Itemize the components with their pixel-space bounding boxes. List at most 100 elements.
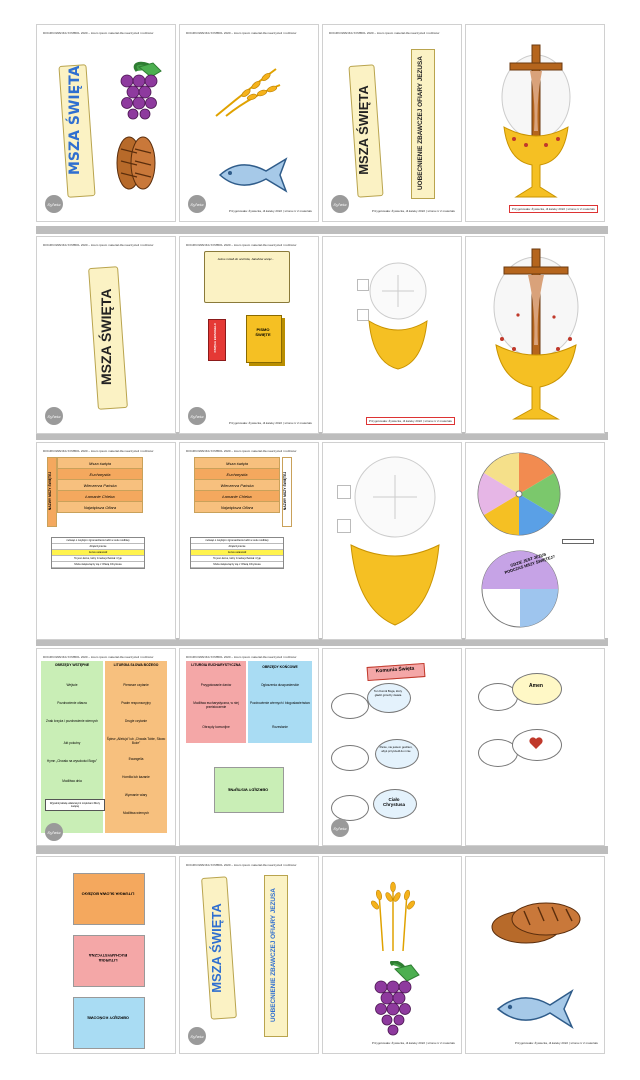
page-host-chalice: Przygotowała: Żywiecka, dl.kateky 2022 |… — [322, 236, 462, 434]
page-names-cards: DOCZKOWANKA SYMBOL 2020 – lorem ipsum ma… — [36, 442, 176, 640]
page-header: DOCZKOWANKA SYMBOL 2020 – lorem ipsum ma… — [186, 449, 297, 453]
open-book-text: Jezus mówił do uczniów, Jakubów ucząc... — [217, 257, 275, 261]
part-cell: Pozdrowienie ołtarza — [57, 701, 87, 705]
page-footer: Przygotowała: Żywiecka, dl.kateky 2022 |… — [508, 205, 598, 213]
page-footer: Przygotowała: Żywiecka, dl.kateky 2022 |… — [514, 1041, 598, 1045]
part-cell: Ogłoszenia duszpasterskie — [260, 683, 300, 687]
page-footer: Przygotowała: Żywiecka, dl.kateky 2022 |… — [228, 209, 312, 213]
author-logo: Sylwia — [188, 1027, 206, 1045]
fish-icon — [496, 989, 574, 1029]
yellow-book — [246, 315, 282, 363]
part-cell: Znak krzyża i pozdrowienie wiernych — [46, 719, 98, 723]
bread-icon — [116, 136, 156, 190]
page-books: DOCZKOWANKA SYMBOL 2020 – lorem ipsum ma… — [179, 236, 319, 434]
page-wheat-fish: DOCZKOWANKA SYMBOL 2020 – lorem ipsum ma… — [179, 24, 319, 222]
page-envelopes: LITURGIA SŁOWA BOŻEGO LITURGIA EUCHARYST… — [36, 856, 176, 1054]
page-bread-fish: Przygotowała: Żywiecka, dl.kateky 2022 |… — [465, 856, 605, 1054]
wheel-disc-icon — [477, 452, 561, 536]
meaning-card: To jest Jezus, który zmartwychwstał i ży… — [52, 556, 144, 562]
page-header: DOCZKOWANKA SYMBOL 2020 – lorem ipsum ma… — [186, 655, 297, 659]
page-wheat-grapes: Przygotowała: Żywiecka, dl.kateky 2022 |… — [322, 856, 462, 1054]
row-separator — [36, 846, 608, 854]
speech-bubble — [331, 693, 369, 719]
page-title-grapes: DOCZKOWANKA SYMBOL 2020 – lorem ipsum ma… — [36, 24, 176, 222]
parts-right-title: LITURGIA SŁOWA BOŻEGO — [113, 663, 159, 667]
part-cell: Rozesłanie — [272, 725, 288, 729]
speech-bubble — [331, 745, 369, 771]
main-title: MSZA ŚWIĘTA — [98, 288, 114, 385]
part-cell: Homilia lub kazanie — [122, 775, 150, 779]
page-header: DOCZKOWANKA SYMBOL 2020 – lorem ipsum ma… — [43, 31, 154, 35]
subtitle: UOBECNIENIE ZBAWCZEJ OFIARY JEZUSA — [270, 888, 277, 1022]
envelope-label: LITURGIA SŁOWA BOŻEGO — [81, 891, 135, 897]
name-cell: Msza święta — [57, 457, 143, 469]
spinner-handle[interactable] — [562, 539, 594, 544]
page-header: DOCZKOWANKA SYMBOL 2020 – lorem ipsum ma… — [43, 655, 154, 659]
author-logo: Sylwia — [188, 195, 206, 213]
author-logo: Sylwia — [45, 195, 63, 213]
row-separator — [36, 638, 608, 646]
speech-bubble — [478, 739, 518, 767]
tab-cutout — [357, 309, 369, 321]
wheel-question-disc-icon — [481, 550, 559, 628]
names-table: Msza święta Eucharystia Wieczerza Pańska… — [57, 457, 143, 513]
wheat-icon — [215, 68, 281, 117]
open-book — [204, 251, 290, 303]
crucifix-chalice-icon — [501, 44, 571, 198]
end-title: OBRZĘDY KOŃCOWE — [262, 665, 298, 669]
author-logo: Sylwia — [188, 407, 206, 425]
meaning-card: Jezus ustanowił — [191, 550, 283, 556]
part-cell: Przygotowanie darów — [200, 683, 232, 687]
subtitle: UOBECNIENIE ZBAWCZEJ OFIARY JEZUSA — [417, 56, 424, 190]
speech-bubble — [331, 795, 369, 821]
speech-bubble — [512, 673, 562, 705]
envelope-orange — [73, 873, 145, 925]
amen-text: Amen — [529, 683, 543, 689]
part-cell: Śpiew „Alleluja” lub „Chwała Tobie, Słow… — [106, 737, 166, 745]
speech-bubble — [375, 739, 419, 769]
main-title: MSZA ŚWIĘTA — [356, 85, 371, 175]
red-book-label: KSIĘGA EWANGELII — [213, 323, 217, 353]
communion-bubble-text: Ten Komół Boga, który gładzi grzechy świ… — [373, 689, 403, 697]
communion-bubble-text: Ciało Chrystusa — [382, 797, 405, 807]
name-cell: Msza święta — [194, 457, 280, 469]
main-title: MSZA ŚWIĘTA — [209, 903, 224, 993]
names-title: NAZWY MSZY ŚWIĘTEJ — [283, 471, 287, 511]
main-title: MSZA ŚWIĘTA — [67, 65, 83, 175]
meaning-cards: mówiąc o zwykłym zgromadzeniu ludzi w ce… — [51, 537, 145, 569]
name-cell: Łamanie Chleba — [57, 490, 143, 502]
envelope-label: OBRZĘDY KOŃCOWE — [87, 1015, 129, 1021]
page-footer: Przygotowała: Żywiecka, dl.kateky 2022 |… — [228, 421, 312, 425]
meaning-card: Jezus ustanowił — [52, 550, 144, 556]
part-cell: Ewangelia — [128, 757, 144, 761]
page-title-dark: DOCZKOWANKA SYMBOL 2020 – lorem ipsum ma… — [36, 236, 176, 434]
speech-bubble — [367, 683, 411, 713]
author-logo: Sylwia — [45, 823, 63, 841]
tab-cutout — [337, 519, 351, 533]
end-column — [248, 661, 312, 743]
names-title-box — [282, 457, 292, 527]
page-wheel: GDZIE JEST JEZUS PODCZAS MSZY ŚWIĘTEJ? — [465, 442, 605, 640]
page-header: DOCZKOWANKA SYMBOL 2020 – lorem ipsum ma… — [186, 863, 297, 867]
host-chalice-icon — [350, 456, 440, 626]
page-title-blue: DOCZKOWANKA SYMBOL 2020 – lorem ipsum ma… — [179, 856, 319, 1054]
speech-bubble — [373, 789, 417, 819]
page-eucharist-table: DOCZKOWANKA SYMBOL 2020 – lorem ipsum ma… — [179, 648, 319, 846]
crucifix-chalice-icon — [493, 248, 579, 420]
part-cell: Wejście — [66, 683, 78, 687]
envelope-green — [214, 767, 284, 813]
bread-icon — [491, 902, 581, 944]
names-title-box — [47, 457, 57, 527]
tab-cutout — [337, 485, 351, 499]
name-cell: Największa Ofiara — [194, 501, 280, 513]
page-footer: Przygotowała: Żywiecka, dl.kateky 2022 |… — [371, 209, 455, 213]
page-title-subtitle: DOCZKOWANKA SYMBOL 2020 – lorem ipsum ma… — [322, 24, 462, 222]
page-header: DOCZKOWANKA SYMBOL 2020 – lorem ipsum ma… — [186, 31, 297, 35]
meaning-cards: mówiąc o zwykłym zgromadzeniu ludzi w ce… — [190, 537, 284, 569]
grapes-icon — [374, 961, 420, 1036]
meaning-card: mówiąc o zwykłym zgromadzeniu ludzi w ce… — [191, 538, 283, 544]
grapes-icon — [120, 61, 162, 120]
part-cell: Pozdrowienie wiernych i błogosławieństwo — [249, 701, 311, 705]
envelope-label: OBRZĘDY WSTĘPNE — [227, 787, 269, 793]
row-separator — [36, 432, 608, 440]
